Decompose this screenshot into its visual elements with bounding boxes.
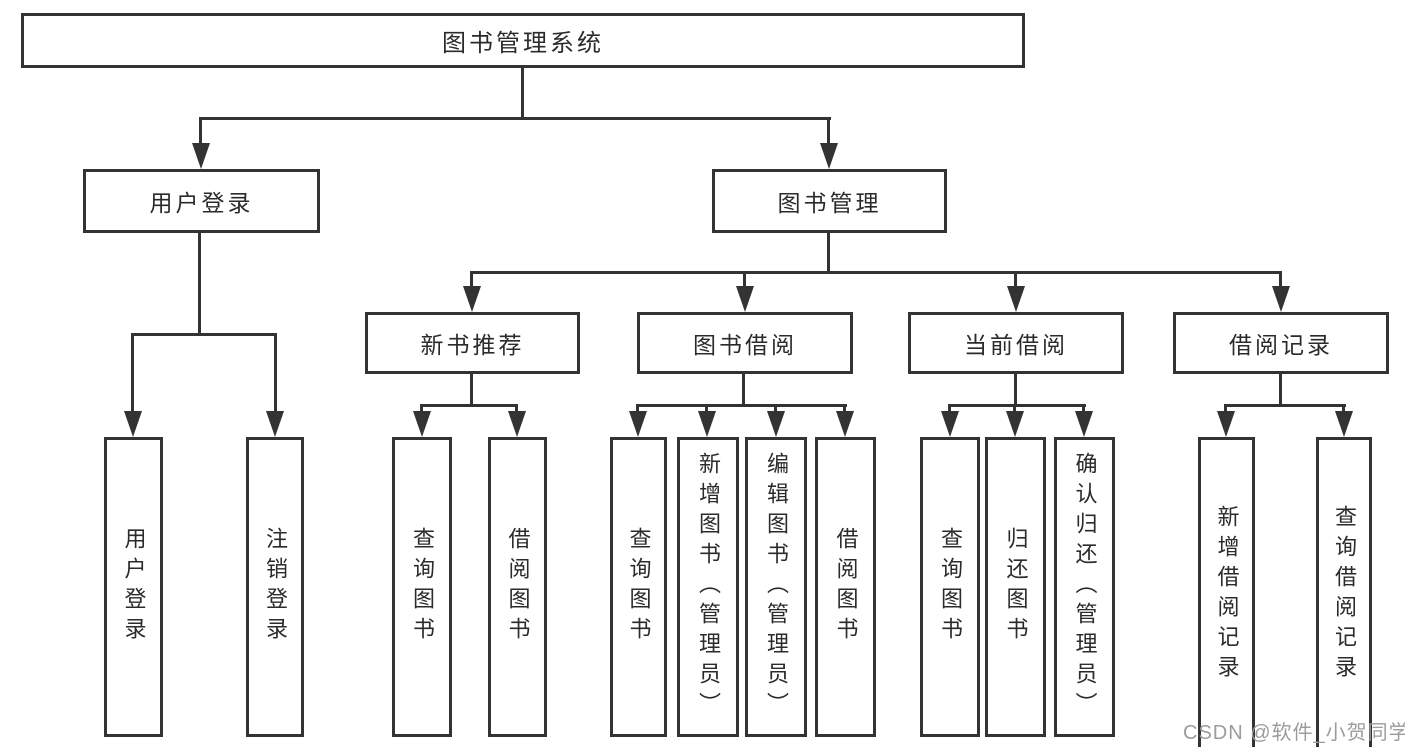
edge-to-current-borrow-stem [1014,271,1017,288]
arrowhead-down-icon [836,411,854,437]
leaf-confirm-return-admin: 确认归还（管理员） [1054,437,1115,737]
leaf-borrow-books-recommend: 借阅图书 [488,437,547,737]
arrowhead-down-icon [629,411,647,437]
edge-book-borrow-bar [636,404,847,407]
edge-to-book-borrow-stem [743,271,746,288]
leaf-logout: 注销登录 [246,437,304,737]
edge-new-book-bar [420,404,518,407]
leaf-add-books-admin: 新增图书（管理员） [677,437,739,737]
csdn-watermark: CSDN @软件_小贺同学 [1183,722,1405,744]
edge-leaf-stem [948,404,951,413]
edge-root-bar [199,117,831,120]
arrowhead-down-icon [698,411,716,437]
leaf-borrow-books: 借阅图书 [815,437,876,737]
leaf-query-borrow-record: 查询借阅记录 [1316,437,1372,747]
edge-leaf-stem [705,404,708,413]
edge-current-borrow-bar [948,404,1086,407]
arrowhead-down-icon [1075,411,1093,437]
edge-borrow-records-stem2 [1279,374,1282,407]
edge-to-new-book-stem [470,271,473,288]
node-book-borrowing: 图书借阅 [637,312,853,374]
edge-leaf-stem [515,404,518,413]
leaf-edit-books-admin: 编辑图书（管理员） [745,437,807,737]
node-book-management: 图书管理 [712,169,947,233]
leaf-query-books-borrow: 查询图书 [610,437,667,737]
arrowhead-down-icon [413,411,431,437]
node-new-book-recommendation: 新书推荐 [365,312,580,374]
edge-user-login-bar [131,333,277,336]
edge-leaf-stem [843,404,846,413]
leaf-add-borrow-record: 新增借阅记录 [1198,437,1255,747]
edge-leaf-stem [1342,404,1345,413]
edge-book-management-bar [470,271,1282,274]
edge-leaf-stem [1013,404,1016,413]
arrowhead-down-icon [508,411,526,437]
edge-borrow-records-bar [1224,404,1346,407]
edge-new-book-stem [470,374,473,407]
edge-root-stem [521,68,524,119]
edge-leaf-stem [1082,404,1085,413]
arrowhead-down-icon [1335,411,1353,437]
edge-to-leaf-logout-stem [274,333,277,411]
arrowhead-down-icon [463,286,481,312]
node-current-borrowing: 当前借阅 [908,312,1124,374]
leaf-query-books-recommend: 查询图书 [392,437,452,737]
edge-leaf-stem [420,404,423,413]
arrowhead-down-icon [1272,286,1290,312]
edge-to-book-management-stem [827,117,830,145]
arrowhead-down-icon [266,411,284,437]
leaf-query-books-current: 查询图书 [920,437,980,737]
edge-user-login-stem [198,233,201,336]
edge-leaf-stem [1224,404,1227,413]
arrowhead-down-icon [767,411,785,437]
arrowhead-down-icon [1007,286,1025,312]
leaf-user-login: 用户登录 [104,437,163,737]
node-user-login: 用户登录 [83,169,320,233]
edge-to-borrow-records-stem [1279,271,1282,288]
edge-book-borrow-stem2 [742,374,745,407]
arrowhead-down-icon [736,286,754,312]
arrowhead-down-icon [1006,411,1024,437]
node-borrowing-records: 借阅记录 [1173,312,1389,374]
edge-book-management-stem [827,233,830,274]
node-library-management-system: 图书管理系统 [21,13,1025,68]
arrowhead-down-icon [941,411,959,437]
edge-leaf-stem [774,404,777,413]
edge-to-user-login-stem [199,117,202,145]
arrowhead-down-icon [124,411,142,437]
leaf-return-books: 归还图书 [985,437,1046,737]
arrowhead-down-icon [1217,411,1235,437]
edge-current-borrow-stem2 [1014,374,1017,407]
edge-leaf-stem [636,404,639,413]
arrowhead-down-icon [820,143,838,169]
edge-to-leaf-user-login-stem [131,333,134,411]
arrowhead-down-icon [192,143,210,169]
